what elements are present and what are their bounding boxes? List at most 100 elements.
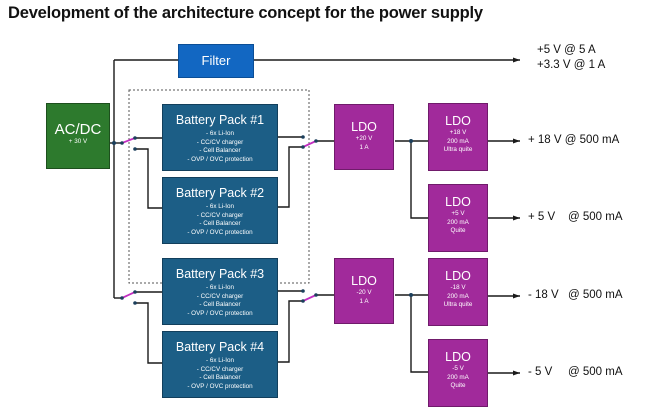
switch-contact <box>301 299 305 303</box>
battery-spec: - 6x Li-Ion <box>206 284 234 291</box>
battery-group-boundary <box>128 89 310 284</box>
switch-input-bottom <box>121 291 136 299</box>
output-voltage: + 18 V <box>528 134 562 146</box>
switch-contact <box>133 290 137 294</box>
battery-spec: - OVP / OVC protection <box>187 155 253 163</box>
switch-contact <box>120 141 124 145</box>
ldo-voltage: -5 V <box>452 365 464 372</box>
filter-outputs: +5 V @ 5 A +3.3 V @ 1 A <box>537 43 605 73</box>
ldo-voltage: -18 V <box>450 284 466 291</box>
switch-contact <box>301 135 305 139</box>
battery-spec: - Cell Balancer <box>199 301 241 309</box>
battery-pack-4: Battery Pack #4 - 6x Li-Ion - CC/CV char… <box>162 331 278 398</box>
ldo-voltage: +20 V <box>355 135 373 142</box>
switch-contact <box>133 147 137 151</box>
ldo-voltage: +5 V <box>451 210 465 217</box>
switch-output-top <box>302 140 317 148</box>
ldo-current: 200 mA <box>447 218 469 226</box>
ldo-positive-20v: LDO +20 V 1 A <box>334 104 394 170</box>
ldo-label: LDO <box>445 269 471 283</box>
switch-output-bottom <box>302 294 317 302</box>
acdc-voltage: + 30 V <box>68 138 88 145</box>
battery-spec: - OVP / OVC protection <box>187 309 253 317</box>
switch-contact <box>301 145 305 149</box>
battery-spec: - Cell Balancer <box>199 374 241 382</box>
junction-dot <box>112 141 116 145</box>
output-current: @ 500 mA <box>568 211 623 223</box>
ldo-negative-18v: LDO -18 V 200 mA Ultra quite <box>428 258 488 326</box>
output-voltage: + 5 V <box>528 211 556 223</box>
battery-pack-label: Battery Pack #4 <box>175 340 265 354</box>
battery-spec: - OVP / OVC protection <box>187 382 253 390</box>
wire-sw1-to-bp2 <box>135 148 162 209</box>
ldo-negative-20v: LDO -20 V 1 A <box>334 258 394 324</box>
ldo-label: LDO <box>445 195 471 209</box>
ldo-negative-5v: LDO -5 V 200 mA Quite <box>428 339 488 407</box>
battery-pack-label: Battery Pack #1 <box>175 113 265 127</box>
filter-output-3v3: +3.3 V @ 1 A <box>537 59 606 71</box>
ldo-current: 1 A <box>359 143 369 151</box>
ldo-positive-18v: LDO +18 V 200 mA Ultra quite <box>428 103 488 171</box>
battery-pack-label: Battery Pack #2 <box>175 186 265 200</box>
battery-spec: - OVP / OVC protection <box>187 228 253 236</box>
output-voltage: - 5 V <box>528 366 553 378</box>
ldo-positive-5v: LDO +5 V 200 mA Quite <box>428 184 488 252</box>
battery-spec: - 6x Li-Ion <box>206 203 234 210</box>
ldo-label: LDO <box>351 274 377 288</box>
ldo-note: Quite <box>450 227 466 235</box>
battery-spec: - CC/CV charger <box>196 138 244 146</box>
switch-contact <box>301 289 305 293</box>
wire-ldo1-branch <box>410 141 428 219</box>
switch-contact <box>314 139 318 143</box>
ldo-label: LDO <box>351 120 377 134</box>
battery-spec: - CC/CV charger <box>196 365 244 373</box>
ldo-note: Quite <box>450 382 466 390</box>
wire-sw3-to-bp4 <box>135 302 162 364</box>
ldo-voltage: -20 V <box>356 289 372 296</box>
filter-label: Filter <box>201 53 231 68</box>
wire-bp4-out <box>278 300 303 363</box>
battery-pack-3: Battery Pack #3 - 6x Li-Ion - CC/CV char… <box>162 258 278 325</box>
battery-pack-2: Battery Pack #2 - 6x Li-Ion - CC/CV char… <box>162 177 278 244</box>
acdc-converter-block: AC/DC + 30 V <box>46 103 110 169</box>
ldo-label: LDO <box>445 350 471 364</box>
ldo-note: Ultra quite <box>443 146 473 154</box>
battery-pack-1: Battery Pack #1 - 6x Li-Ion - CC/CV char… <box>162 104 278 171</box>
acdc-label: AC/DC <box>54 121 102 138</box>
battery-pack-label: Battery Pack #3 <box>175 267 265 281</box>
battery-spec: - Cell Balancer <box>199 147 241 155</box>
battery-spec: - Cell Balancer <box>199 220 241 228</box>
switch-input-top <box>121 137 136 144</box>
battery-spec: - CC/CV charger <box>196 211 244 219</box>
wire-ldo2-branch <box>410 295 428 373</box>
switch-contact <box>133 136 137 140</box>
output-current: @ 500 mA <box>568 289 623 301</box>
wire-bp2-out <box>278 146 303 208</box>
output-current: @ 500 mA <box>568 366 623 378</box>
diagram-title: Development of the architecture concept … <box>8 4 483 22</box>
battery-spec: - 6x Li-Ion <box>206 130 234 137</box>
output-positive-18v: + 18 V @ 500 mA <box>528 134 619 146</box>
switch-contact <box>133 301 137 305</box>
filter-output-5v: +5 V @ 5 A <box>537 44 596 56</box>
ldo-current: 200 mA <box>447 373 469 381</box>
ldo-current: 200 mA <box>447 292 469 300</box>
output-positive-5v: + 5 V @ 500 mA <box>528 211 623 223</box>
output-voltage: - 18 V <box>528 289 559 301</box>
ldo-current: 200 mA <box>447 137 469 145</box>
ldo-voltage: +18 V <box>449 129 467 136</box>
ldo-current: 1 A <box>359 297 369 305</box>
switch-contact <box>120 296 124 300</box>
output-current: @ 500 mA <box>564 134 620 146</box>
filter-block: Filter <box>178 44 254 78</box>
ldo-note: Ultra quite <box>443 301 473 309</box>
junction-dot <box>409 139 413 143</box>
junction-dot <box>409 293 413 297</box>
switch-contact <box>314 293 318 297</box>
output-negative-5v: - 5 V @ 500 mA <box>528 366 623 378</box>
battery-spec: - 6x Li-Ion <box>206 357 234 364</box>
output-negative-18v: - 18 V @ 500 mA <box>528 289 623 301</box>
ldo-label: LDO <box>445 114 471 128</box>
battery-spec: - CC/CV charger <box>196 292 244 300</box>
